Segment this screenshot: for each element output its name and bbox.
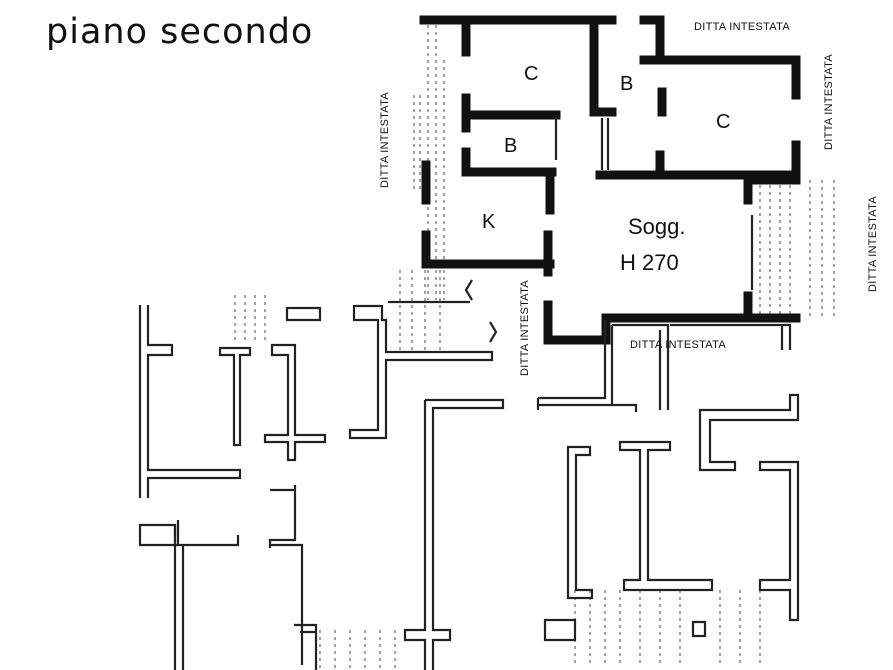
neighbor-label-right-far: DITTA INTESTATA [867, 196, 879, 292]
building-walls [138, 300, 800, 670]
neighbor-label-top: DITTA INTESTATA [694, 21, 790, 33]
neighbor-label-right-upper: DITTA INTESTATA [823, 54, 835, 150]
neighbor-label-bottom: DITTA INTESTATA [630, 339, 726, 351]
room-label-c-left: C [524, 63, 538, 85]
room-label-k: K [482, 211, 496, 233]
apartment-walls [419, 15, 801, 345]
neighbor-label-center: DITTA INTESTATA [519, 280, 531, 376]
room-label-sogg: Sogg. [628, 214, 686, 239]
hatching [234, 25, 835, 668]
floor-title: piano secondo [46, 12, 314, 52]
door-marks [464, 279, 498, 343]
room-label-b-mid: B [504, 135, 517, 157]
room-label-b-top: B [620, 73, 633, 95]
room-height-label: H 270 [620, 250, 679, 275]
room-label-c-right: C [716, 111, 730, 133]
neighbor-label-left: DITTA INTESTATA [379, 92, 391, 188]
